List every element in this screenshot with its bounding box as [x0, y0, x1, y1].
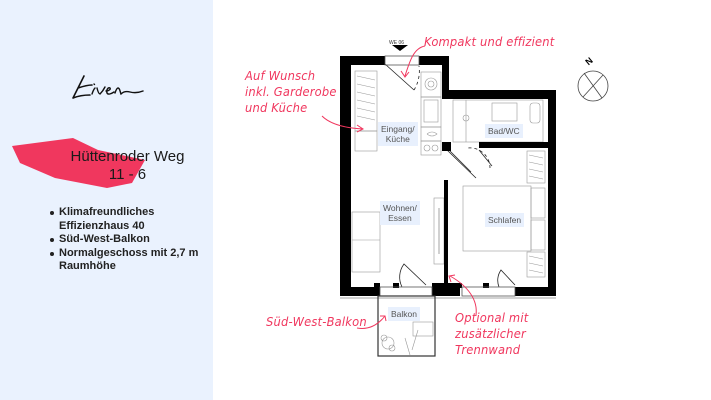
annotation-kompakt: Kompakt und effizient — [424, 34, 555, 49]
listing-title-number: 11 - 6 — [108, 166, 147, 183]
door-swings — [384, 63, 516, 288]
annotation-garderobe: Auf Wunsch inkl. Garderobe und Küche — [245, 68, 337, 116]
room-label-balkon: Balkon — [388, 307, 420, 321]
feature-list: Klimafreundliches Effizienzhaus 40 Süd-W… — [50, 206, 215, 274]
room-label-line: Wohnen/ — [383, 203, 417, 213]
window-frames — [340, 55, 556, 299]
room-label-bad: Bad/WC — [485, 124, 523, 138]
room-label-line: Bad/WC — [488, 126, 520, 136]
annotation-line: Trennwand — [455, 342, 521, 357]
room-label-line: Balkon — [391, 309, 417, 319]
liven-logo — [72, 75, 144, 99]
compass-north-label: N — [583, 55, 594, 67]
room-label-line: Küche — [385, 134, 410, 144]
annotation-line: und Küche — [245, 100, 308, 115]
fixtures — [351, 70, 546, 356]
info-panel: Hüttenroder Weg 11 - 6 Klimafreundliches… — [0, 0, 213, 400]
feature-item: Süd-West-Balkon — [50, 233, 215, 247]
annotation-trennwand: Optional mit zusätzlicher Trennwand — [455, 310, 528, 358]
annotation-line: inkl. Garderobe — [245, 84, 337, 99]
compass-icon — [577, 70, 609, 102]
annotation-line: Optional mit — [455, 310, 529, 325]
feature-item: Normalgeschoss mit 2,7 m Raumhöhe — [50, 247, 215, 274]
room-label-wohnen: Wohnen/ Essen — [380, 201, 420, 225]
room-label-line: Schlafen — [488, 215, 522, 225]
entrance-arrow-icon — [392, 45, 408, 51]
annotation-line: Auf Wunsch — [245, 68, 316, 83]
annotation-balkon: Süd-West-Balkon — [266, 314, 367, 329]
feature-item: Klimafreundliches Effizienzhaus 40 — [50, 206, 215, 233]
room-label-schlafen: Schlafen — [485, 213, 525, 227]
unit-tag: WE 06 — [389, 40, 405, 46]
annotation-line: zusätzlicher — [455, 326, 526, 341]
accent-blob-shape — [12, 138, 145, 188]
listing-title: Hüttenroder Weg 11 - 6 — [0, 148, 213, 184]
balcony-outline — [377, 295, 436, 357]
listing-title-street: Hüttenroder Weg — [70, 148, 185, 165]
room-label-eingang: Eingang/ Küche — [378, 122, 418, 146]
room-label-line: Essen — [388, 213, 412, 223]
room-label-line: Eingang/ — [381, 124, 415, 134]
walls — [340, 56, 556, 296]
annotation-arrows — [321, 45, 477, 329]
